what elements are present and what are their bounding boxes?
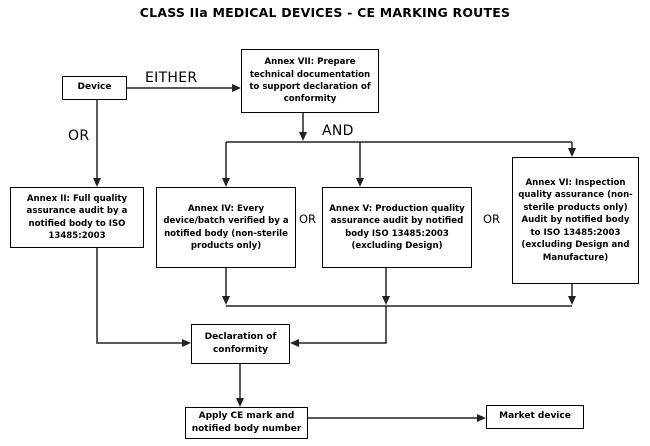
node-device[interactable]: Device	[62, 76, 127, 100]
arrowhead-annexiv-down	[222, 296, 230, 305]
label-and: AND	[320, 123, 356, 139]
node-annex-ii[interactable]: Annex II: Full quality assurance audit b…	[10, 187, 144, 248]
label-or-between-iv-v: OR	[299, 212, 317, 226]
node-annex-v[interactable]: Annex V: Production quality assurance au…	[322, 187, 472, 268]
wire-annexii-to-declaration	[96, 248, 182, 344]
page-title: CLASS IIa MEDICAL DEVICES - CE MARKING R…	[139, 5, 511, 20]
arrowhead-annexvii-down	[299, 132, 307, 141]
node-annex-iv-label: Annex IV: Every device/batch verified by…	[163, 203, 289, 251]
label-either: EITHER	[143, 70, 200, 86]
arrowhead-bus-to-annexvi	[568, 148, 576, 157]
node-market-device-label: Market device	[499, 411, 571, 422]
node-apply-ce-label: Apply CE mark and notified body number	[191, 410, 302, 434]
node-annex-vii-label: Annex VII: Prepare technical documentati…	[249, 57, 371, 105]
label-or-left: OR	[66, 128, 92, 144]
node-annex-vi[interactable]: Annex VI: Inspection quality assurance (…	[512, 157, 639, 284]
node-declaration[interactable]: Declaration of conformity	[191, 324, 290, 364]
arrowhead-annexvi-down	[568, 296, 576, 305]
arrowhead-annexv-down	[382, 296, 390, 305]
arrowhead-applyce-to-market	[477, 414, 486, 422]
arrowhead-merge-to-declaration	[290, 339, 299, 347]
arrowhead-bus-to-annexv	[356, 178, 364, 187]
node-annex-iv[interactable]: Annex IV: Every device/batch verified by…	[156, 187, 296, 268]
arrowhead-device-to-annexii	[93, 178, 101, 187]
wire-merge-to-declaration	[299, 306, 387, 344]
arrowhead-annexii-to-declaration	[182, 339, 191, 347]
node-device-label: Device	[77, 82, 112, 93]
arrowhead-device-to-annexvii	[232, 84, 241, 92]
node-apply-ce[interactable]: Apply CE mark and notified body number	[185, 407, 308, 439]
node-declaration-label: Declaration of conformity	[204, 331, 277, 355]
node-annex-vii[interactable]: Annex VII: Prepare technical documentati…	[241, 49, 379, 113]
node-annex-v-label: Annex V: Production quality assurance au…	[329, 203, 465, 251]
node-market-device[interactable]: Market device	[486, 405, 584, 429]
node-annex-vi-label: Annex VI: Inspection quality assurance (…	[518, 177, 633, 263]
arrowhead-declaration-to-applyce	[236, 398, 244, 407]
arrowhead-bus-to-annexiv	[222, 178, 230, 187]
node-annex-ii-label: Annex II: Full quality assurance audit b…	[26, 193, 128, 241]
label-or-between-v-vi: OR	[483, 212, 501, 226]
